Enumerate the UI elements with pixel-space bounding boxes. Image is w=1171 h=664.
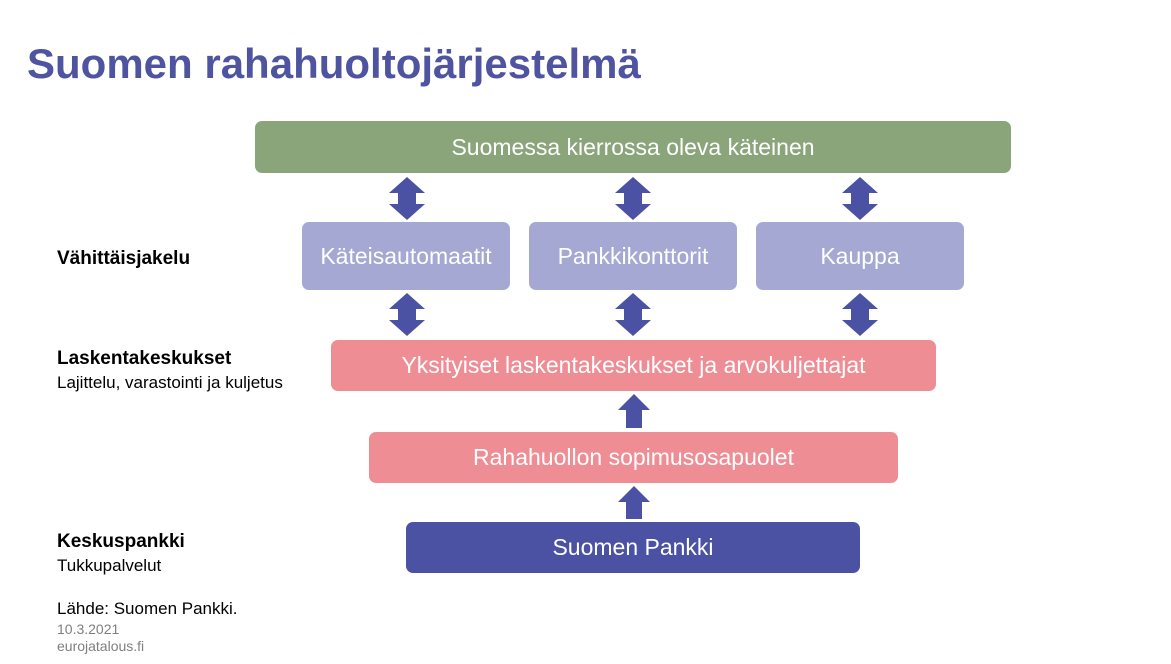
date-label: 10.3.2021: [57, 621, 120, 637]
page-title: Suomen rahahuoltojärjestelmä: [27, 40, 641, 87]
circulation-box: Suomessa kierrossa oleva käteinen: [255, 121, 1011, 173]
atm-label: Käteisautomaatit: [320, 242, 492, 269]
atm-box: Käteisautomaatit: [302, 222, 510, 290]
central-bank-side-sub: Tukkupalvelut: [57, 556, 162, 575]
central-bank-box: Suomen Pankki: [406, 522, 860, 573]
site-label: eurojatalous.fi: [57, 638, 145, 654]
branches-label: Pankkikonttorit: [557, 242, 709, 269]
up-down-arrow-icon: [615, 293, 651, 336]
retail-label: Kauppa: [820, 242, 900, 269]
up-down-arrow-icon: [389, 177, 425, 220]
cash-centres-side-sub: Lajittelu, varastointi ja kuljetus: [57, 373, 283, 392]
up-down-arrow-icon: [842, 293, 878, 336]
cash-centres-side-title: Laskentakeskukset: [57, 348, 232, 369]
central-bank-side-title: Keskuspankki: [57, 531, 185, 552]
retail-distribution-label: Vähittäisjakelu: [57, 248, 191, 269]
central-bank-label: Suomen Pankki: [552, 534, 714, 560]
cash-centres-label: Yksityiset laskentakeskukset ja arvokulj…: [401, 352, 866, 378]
contract-parties-label: Rahahuollon sopimusosapuolet: [473, 444, 794, 470]
up-arrow-icon: [618, 486, 650, 519]
up-down-arrow-icon: [842, 177, 878, 220]
up-down-arrow-icon: [389, 293, 425, 336]
contract-parties-box: Rahahuollon sopimusosapuolet: [369, 432, 898, 483]
branches-box: Pankkikonttorit: [529, 222, 737, 290]
source-note: Lähde: Suomen Pankki.: [57, 599, 238, 618]
up-arrow-icon: [618, 394, 650, 428]
circulation-label: Suomessa kierrossa oleva käteinen: [451, 133, 815, 160]
up-down-arrow-icon: [615, 177, 651, 220]
cash-centres-box: Yksityiset laskentakeskukset ja arvokulj…: [331, 340, 936, 391]
retail-box: Kauppa: [756, 222, 964, 290]
